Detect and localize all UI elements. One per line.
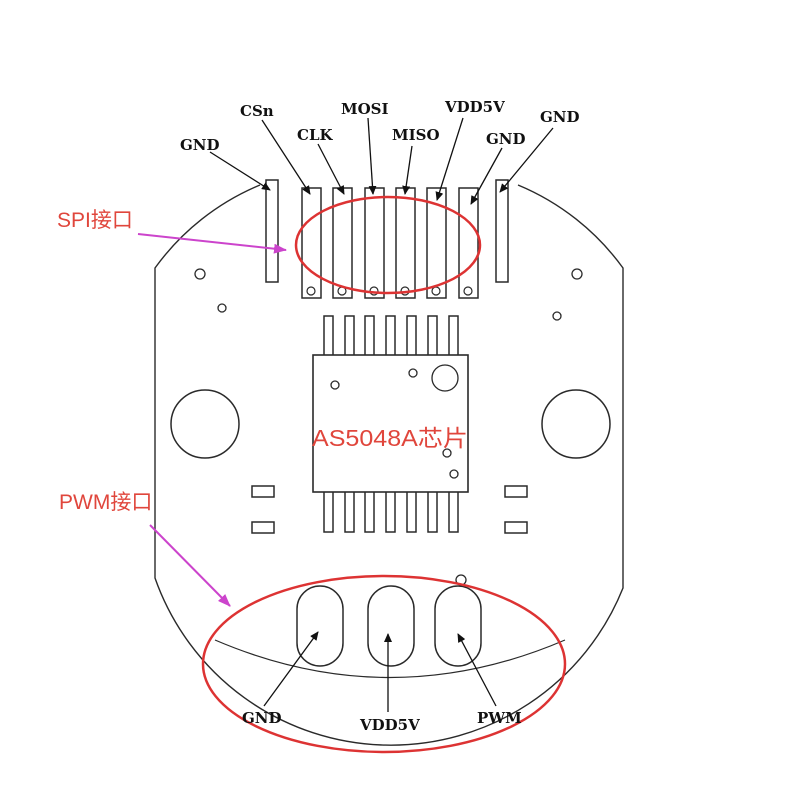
pwm-label-gnd: GND <box>242 709 282 727</box>
spi-interface-label: SPI接口 <box>57 209 133 232</box>
pwm-connector <box>296 585 482 667</box>
spi-label-mosi: MOSI <box>341 100 389 118</box>
board-bottom-edge <box>214 639 566 679</box>
chip-pins-top <box>323 315 459 357</box>
pwm-pad-vdd5v <box>367 585 415 667</box>
spi-pad-vdd5v <box>426 187 447 299</box>
chip-label: AS5048A芯片 <box>312 425 468 451</box>
spi-label-gnd-right: GND <box>540 108 580 126</box>
mount-hole-right <box>541 389 611 459</box>
spi-label-clk: CLK <box>297 126 333 144</box>
pwm-pad-gnd <box>296 585 344 667</box>
mount-hole-left <box>170 389 240 459</box>
pwm-interface-label: PWM接口 <box>59 491 152 514</box>
spi-highlight-ellipse <box>294 195 482 295</box>
spi-label-gnd-left: GND <box>180 136 220 154</box>
spi-label-miso: MISO <box>392 126 440 144</box>
spi-pad-mosi <box>364 187 385 299</box>
chip-marks <box>330 364 459 479</box>
spi-pad-gnd-mid <box>458 187 479 299</box>
spi-pad-gnd-right <box>495 179 509 283</box>
board-vias <box>194 268 583 586</box>
callout-arrows <box>137 233 287 607</box>
pwm-highlight-ellipse <box>201 574 567 754</box>
spi-label-vdd5v: VDD5V <box>444 98 505 116</box>
pwm-label-vdd5v: VDD5V <box>359 716 420 734</box>
spi-pad-gnd-left <box>265 179 279 283</box>
spi-pad-miso <box>395 187 416 299</box>
spi-label-gnd-mid: GND <box>486 130 526 148</box>
chip-pins-bottom <box>323 489 459 533</box>
pwm-pad-pwm <box>434 585 482 667</box>
spi-label-csn: CSn <box>240 102 274 120</box>
spi-connector <box>265 179 509 299</box>
board-outline <box>154 184 624 746</box>
pin-leaders <box>209 117 554 712</box>
pwm-label-pwm: PWM <box>477 709 522 727</box>
smd-pads <box>251 485 528 534</box>
spi-pad-csn <box>301 187 322 299</box>
